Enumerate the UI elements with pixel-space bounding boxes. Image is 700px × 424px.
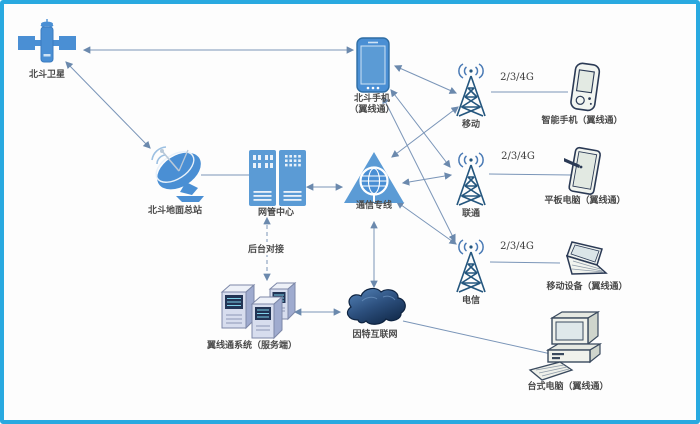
backend-link-label: 后台对接 <box>245 242 287 255</box>
node-bd-phone: 北斗手机 （翼线通） <box>349 36 395 115</box>
edge-telecom-laptop <box>489 261 561 264</box>
node-smart-phone: 智能手机（翼线通） <box>541 60 623 126</box>
comm-line-label: 通信专线 <box>355 201 393 211</box>
pda-phone-icon <box>570 62 601 112</box>
cell-tower-icon <box>456 239 486 293</box>
internet-label: 因特互联网 <box>352 330 398 340</box>
bd-phone-label-line1: 北斗手机 <box>353 94 391 104</box>
tablet-label: 平板电脑（翼线通） <box>544 196 626 206</box>
cell-tower-icon <box>456 152 486 206</box>
smartphone-icon <box>356 37 390 93</box>
node-nms: 网管中心 <box>249 150 307 218</box>
edge-phone-mobile <box>393 65 458 94</box>
desktop-computer-icon <box>528 310 603 381</box>
cloud-icon <box>346 287 406 325</box>
node-mobile-device: 移动设备（翼线通） <box>546 240 628 292</box>
tablet-icon <box>563 146 601 195</box>
cell-tower-icon <box>456 63 486 117</box>
mobile-device-label: 移动设备（翼线通） <box>546 282 628 292</box>
node-tablet: 平板电脑（翼线通） <box>544 146 626 206</box>
nms-label: 网管中心 <box>257 208 295 218</box>
node-desktop: 台式电脑（翼线通） <box>527 310 614 392</box>
telecom-link-speed-label: 2/3/4G <box>500 241 534 252</box>
node-servers: 翼线通系统（服务端） <box>207 281 316 351</box>
tower-unicom-label: 联通 <box>461 209 481 219</box>
servers-label: 翼线通系统（服务端） <box>206 341 298 351</box>
smart-phone-label: 智能手机（翼线通） <box>541 116 623 126</box>
desktop-label: 台式电脑（翼线通） <box>527 382 609 392</box>
unicom-link-speed-label: 2/3/4G <box>501 151 535 162</box>
edge-commline-unicom <box>401 172 453 186</box>
satellite-icon <box>18 19 76 63</box>
mobile-link-speed-label: 2/3/4G <box>500 72 534 83</box>
server-towers-icon <box>220 281 297 340</box>
ground-station-label: 北斗地面总站 <box>147 206 203 216</box>
server-rack-icon <box>249 150 306 206</box>
tower-telecom-label: 电信 <box>461 296 481 306</box>
node-internet: 因特互联网 <box>342 286 408 340</box>
edge-unicom-tablet <box>488 173 572 176</box>
edge-satellite-ground <box>65 61 151 149</box>
node-comm-line: 通信专线 <box>342 150 406 211</box>
node-tower-unicom: 联通 <box>448 151 494 219</box>
globe-triangle-icon <box>344 152 404 203</box>
tower-mobile-label: 移动 <box>461 120 481 130</box>
node-tower-mobile: 移动 <box>448 62 494 130</box>
node-ground-station: 北斗地面总站 <box>142 144 212 216</box>
bd-phone-label-line2: （翼线通） <box>349 105 395 115</box>
satellite-label: 北斗卫星 <box>28 70 66 80</box>
laptop-icon <box>565 241 608 275</box>
satellite-dish-icon <box>151 146 204 202</box>
node-beidou-satellite: 北斗卫星 <box>18 18 76 80</box>
node-tower-telecom: 电信 <box>448 238 494 306</box>
